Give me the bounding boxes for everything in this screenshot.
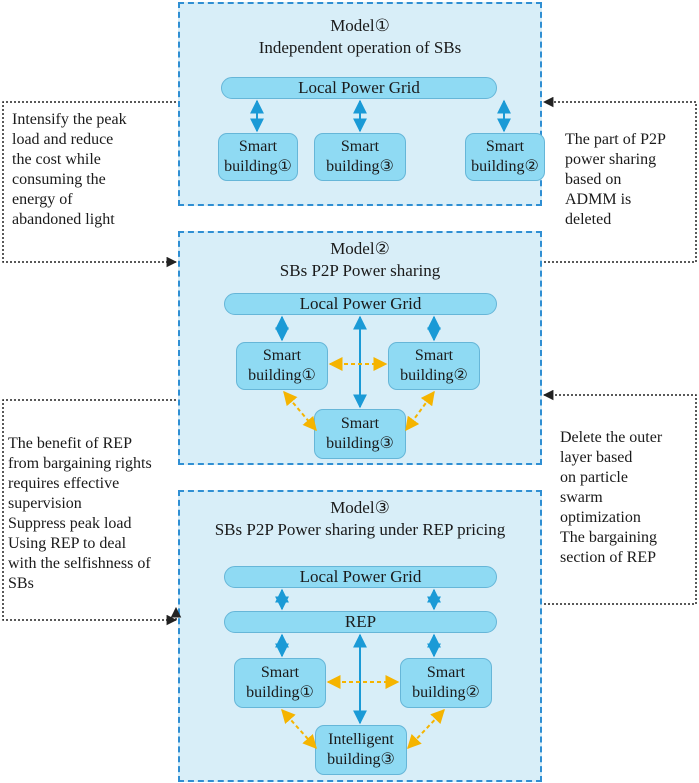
model-1-smart-building-1: Smart building①: [218, 133, 298, 181]
annotation-right-bottom: Delete the outer layer based on particle…: [560, 429, 663, 566]
model-3-smart-building-2: Smart building②: [400, 658, 492, 708]
model-1-title: Independent operation of SBs: [258, 38, 462, 57]
model-2-number: Model②: [330, 239, 390, 258]
model-2-local-power-grid: Local Power Grid: [224, 293, 497, 315]
model-2-smart-building-3: Smart building③: [314, 409, 406, 459]
model-3-smart-building-1: Smart building①: [234, 658, 326, 708]
annotation-left-bottom: The benefit of REP from bargaining right…: [8, 435, 152, 592]
model-1-number: Model①: [330, 16, 390, 35]
model-2-smart-building-1: Smart building①: [236, 342, 328, 390]
model-2-title: SBs P2P Power sharing: [279, 261, 441, 280]
model-3-intelligent-building-3: Intelligent building③: [315, 725, 407, 775]
annotation-left-top: Intensify the peak load and reduce the c…: [12, 111, 127, 228]
model-3-rep: REP: [224, 611, 497, 633]
model-3-number: Model③: [330, 498, 390, 517]
model-3-local-power-grid: Local Power Grid: [224, 566, 497, 588]
model-1-smart-building-2: Smart building②: [465, 133, 545, 181]
model-2-smart-building-2: Smart building②: [388, 342, 480, 390]
model-1-local-power-grid: Local Power Grid: [221, 77, 497, 99]
annotation-right-top: The part of P2P power sharing based on A…: [565, 131, 666, 228]
model-3-title: SBs P2P Power sharing under REP pricing: [214, 520, 506, 539]
model-1-smart-building-3: Smart building③: [314, 133, 406, 181]
